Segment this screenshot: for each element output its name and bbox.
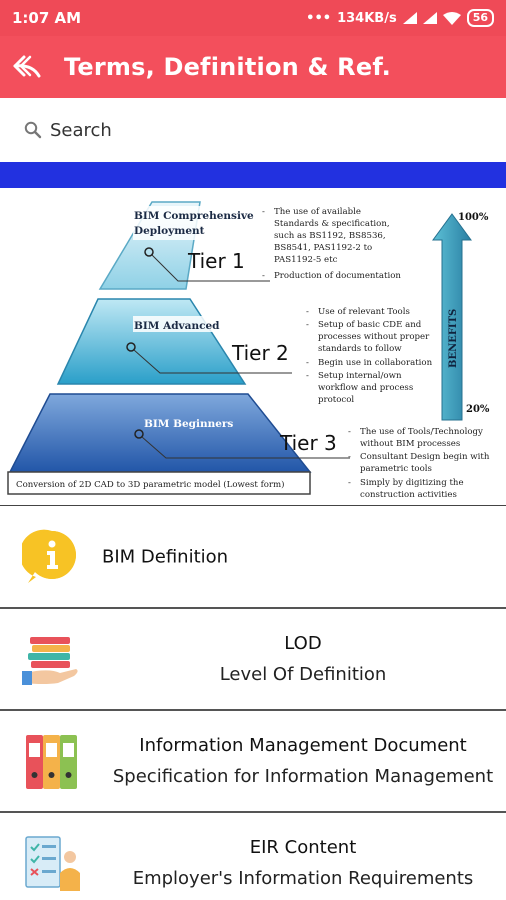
tier-2-label: Tier 2: [231, 341, 289, 365]
tier-3-bullet: Consultant Design begin with: [360, 452, 490, 462]
tier-1-bullet: BS8541, PAS1192-2 to: [274, 243, 372, 253]
info-icon: [22, 529, 76, 583]
status-icons: ••• 134KB/s 56: [306, 9, 494, 27]
search-placeholder: Search: [50, 119, 112, 141]
benefits-arrow: [432, 213, 472, 421]
tier-1-bullet: The use of available: [274, 207, 361, 217]
list-item-lod[interactable]: LOD Level Of Definition: [0, 609, 506, 711]
tier-3-bullet: parametric tools: [360, 464, 432, 474]
tier-3-shape: [8, 393, 312, 473]
binders-icon: [26, 735, 77, 789]
item-title: LOD: [284, 633, 322, 654]
tier-3-label: Tier 3: [279, 431, 337, 455]
signal-icon-2: [422, 12, 437, 24]
tier-1-bullets: - The use of available Standards & speci…: [262, 207, 401, 281]
tier-1-bullet: PAS1192-5 etc: [274, 255, 338, 265]
search-icon: [24, 121, 42, 139]
status-bar: 1:07 AM ••• 134KB/s 56: [0, 0, 506, 36]
pyramid-diagram: BIM Comprehensive Deployment BIM Advance…: [7, 201, 490, 500]
tier-2-bullet: Setup of basic CDE and: [318, 320, 422, 330]
tier-3-bullet: Simply by digitizing the: [360, 478, 464, 488]
back-arrow-icon: [13, 55, 41, 78]
back-button[interactable]: [0, 36, 54, 98]
tier-1-name: BIM Comprehensive: [134, 210, 254, 222]
item-subtitle: Employer's Information Requirements: [132, 868, 474, 889]
item-title: Information Management Document: [139, 735, 467, 756]
svg-text:-: -: [306, 371, 309, 381]
tier-2-name: BIM Advanced: [134, 320, 220, 332]
list-item-information-management[interactable]: Information Management Document Specific…: [0, 711, 506, 813]
tier-2-bullet: Setup internal/own: [318, 371, 402, 381]
bim-pyramid-banner[interactable]: BIM Comprehensive Deployment BIM Advance…: [0, 188, 506, 506]
item-subtitle: Specification for Information Management: [112, 766, 494, 787]
tier-1-bullet: Standards & specification,: [274, 219, 390, 229]
tier-2-bullet: protocol: [318, 395, 354, 405]
status-dots: •••: [306, 10, 332, 26]
top-percentage: 100%: [458, 212, 489, 223]
search-input[interactable]: Search: [0, 98, 506, 162]
base-caption: Conversion of 2D CAD to 3D parametric mo…: [16, 479, 285, 490]
tier-3-bullet: without BIM processes: [360, 439, 460, 449]
tier-3-name: BIM Beginners: [144, 418, 233, 430]
svg-text:-: -: [348, 452, 351, 462]
svg-text:-: -: [262, 271, 265, 281]
svg-text:-: -: [306, 358, 309, 368]
wifi-icon: [442, 11, 461, 25]
tier-2-bullet: Use of relevant Tools: [318, 307, 410, 317]
svg-text:-: -: [306, 307, 309, 317]
status-time: 1:07 AM: [12, 9, 82, 27]
list-item-eir-content[interactable]: EIR Content Employer's Information Requi…: [0, 813, 506, 900]
tier-2-bullet: Begin use in collaboration: [318, 358, 433, 368]
tier-3-bullet: construction activities: [360, 490, 457, 500]
tier-2-bullet: standards to follow: [318, 344, 402, 354]
menu-list: BIM Definition LOD Level Of Definition: [0, 507, 506, 900]
checklist-person-icon: [25, 836, 80, 891]
tier-1-label: Tier 1: [187, 249, 245, 273]
tier-3-bullets: - The use of Tools/Technology without BI…: [348, 427, 490, 500]
benefits-label: BENEFITS: [448, 309, 459, 368]
item-title: EIR Content: [249, 837, 357, 858]
base-caption-box: [7, 471, 311, 495]
page-title: Terms, Definition & Ref.: [64, 53, 391, 81]
svg-text:-: -: [348, 478, 351, 488]
books-hand-icon: [22, 637, 78, 685]
bottom-percentage: 20%: [466, 404, 490, 415]
tier-3-bullet: The use of Tools/Technology: [360, 427, 483, 437]
svg-text:-: -: [262, 207, 265, 217]
item-title: BIM Definition: [102, 546, 229, 568]
tier-2-bullet: workflow and process: [318, 383, 413, 393]
tier-2-bullets: - Use of relevant Tools - Setup of basic…: [306, 307, 433, 405]
list-item-bim-definition[interactable]: BIM Definition: [0, 507, 506, 609]
tier-1-bullet: Production of documentation: [274, 271, 401, 281]
svg-text:-: -: [306, 320, 309, 330]
signal-icon: [402, 12, 417, 24]
network-speed: 134KB/s: [337, 10, 397, 26]
app-bar: Terms, Definition & Ref.: [0, 36, 506, 98]
blue-band: [0, 162, 506, 188]
tier-2-bullet: processes without proper: [318, 332, 430, 342]
item-subtitle: Level Of Definition: [219, 664, 387, 685]
battery-icon: 56: [466, 9, 494, 27]
tier-1-bullet: such as BS1192, BS8536,: [274, 231, 386, 241]
svg-text:-: -: [348, 427, 351, 437]
tier-1-name-2: Deployment: [134, 225, 205, 237]
tier-2-shape: [56, 298, 247, 385]
